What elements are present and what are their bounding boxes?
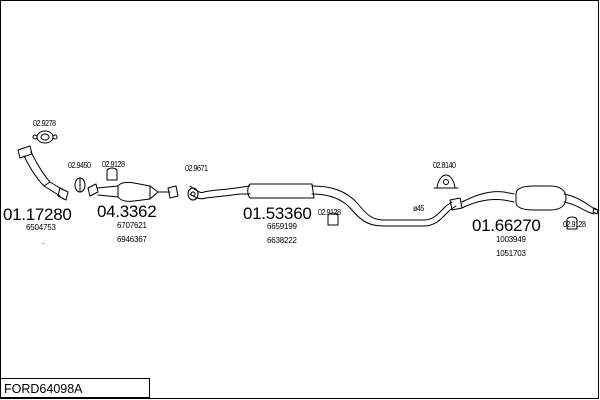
mount-02-9671	[187, 187, 199, 201]
accessory-label-02-9671: 02.9671	[185, 163, 208, 173]
front-pipe-drawing	[17, 145, 69, 201]
stray-mark: .	[42, 237, 45, 246]
part-ref-catalyst-1: 6707621	[117, 221, 147, 230]
part-number-front-pipe: 01.17280	[3, 205, 72, 224]
rear-silencer-drawing	[461, 185, 599, 215]
part-ref-centre-silencer-2: 6638222	[267, 236, 297, 245]
mount-02-9128-c	[566, 216, 578, 230]
accessory-label-02-9278: 02.9278	[33, 118, 56, 128]
part-ref-centre-silencer-1: 6659199	[267, 222, 297, 231]
mount-02-9128-a	[106, 167, 118, 181]
part-ref-front-pipe-1: 6504753	[26, 223, 56, 232]
accessory-label-02-8140: 02.8140	[433, 160, 456, 170]
accessory-label-02-9128-c: 02.9128	[563, 219, 586, 229]
catalyst-drawing	[87, 181, 179, 202]
part-number-centre-silencer: 01.53360	[243, 204, 312, 223]
accessory-label-02-9128-a: 02.9128	[102, 159, 125, 169]
part-ref-catalyst-2: 6946367	[117, 235, 147, 244]
part-ref-rear-silencer-1: 1003949	[496, 235, 526, 244]
mount-02-8140	[433, 174, 459, 189]
pipe-diameter-note: ø45	[413, 203, 424, 213]
part-ref-rear-silencer-2: 1051703	[496, 249, 526, 258]
mount-02-9450	[74, 177, 86, 193]
part-number-catalyst: 04.3362	[97, 202, 157, 221]
mount-02-9128-b	[327, 212, 339, 226]
gasket-02-9278	[32, 130, 58, 144]
reference-code: FORD64098A	[4, 382, 83, 396]
reference-code-box: FORD64098A	[0, 378, 150, 398]
part-number-rear-silencer: 01.66270	[472, 216, 541, 235]
accessory-label-02-9450: 02.9450	[68, 160, 91, 170]
accessory-label-02-9128-b: 02.9128	[318, 207, 341, 217]
